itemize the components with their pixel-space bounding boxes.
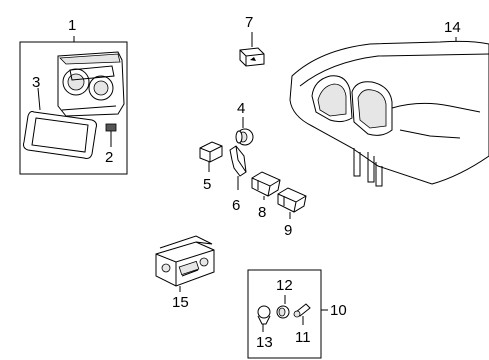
knob-4 — [235, 128, 254, 146]
callout-15: 15 — [172, 294, 189, 311]
instrument-cluster — [57, 51, 125, 117]
callout-3: 3 — [32, 74, 40, 91]
callout-2: 2 — [105, 149, 113, 166]
switch-9 — [277, 187, 307, 213]
callout-4: 4 — [237, 100, 245, 117]
callout-1: 1 — [68, 17, 76, 34]
leader-3 — [37, 87, 41, 111]
callout-10: 10 — [330, 302, 347, 319]
callout-9: 9 — [284, 222, 292, 239]
cluster-screw — [105, 123, 117, 140]
cluster-lens — [23, 111, 97, 159]
callout-5: 5 — [203, 176, 211, 193]
climate-control-15 — [155, 235, 215, 287]
callout-7: 7 — [245, 14, 253, 31]
callout-6: 6 — [232, 197, 240, 214]
callout-12: 12 — [276, 277, 293, 294]
bulb-13 — [257, 305, 271, 325]
switch-6 — [229, 145, 247, 177]
callout-13: 13 — [256, 334, 273, 351]
callout-14: 14 — [444, 19, 461, 36]
callout-11: 11 — [295, 329, 311, 346]
instrument-panel — [289, 40, 489, 187]
bulb-11 — [293, 303, 311, 318]
small-parts-group-box — [247, 269, 322, 359]
bulb-12 — [276, 305, 290, 319]
switch-8 — [251, 171, 281, 197]
switch-5 — [199, 141, 223, 163]
switch-7 — [239, 47, 265, 67]
callout-8: 8 — [258, 204, 266, 221]
